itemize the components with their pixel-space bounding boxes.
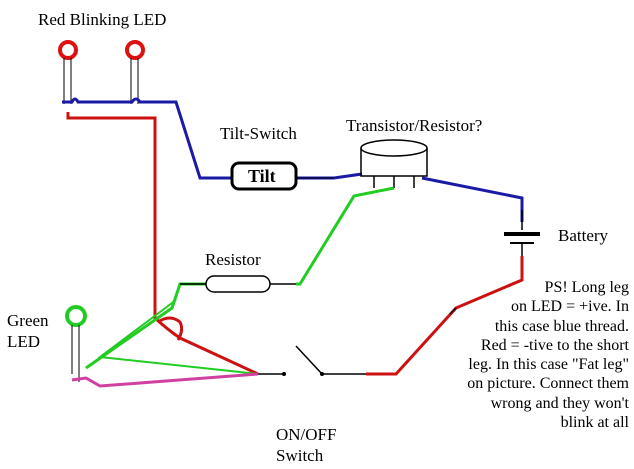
transistor-label: Transistor/Resistor? bbox=[346, 116, 483, 135]
note-text: PS! Long leg on LED = +ive. In this case… bbox=[424, 278, 629, 432]
resistor-symbol bbox=[180, 275, 296, 293]
red-led-left bbox=[58, 40, 78, 104]
note-line: wrong and they won't bbox=[490, 394, 629, 412]
resistor-label: Resistor bbox=[205, 250, 261, 269]
note-line: on LED = +ive. In bbox=[510, 298, 629, 316]
note-line: Red = -tive to the short bbox=[480, 336, 629, 354]
note-line: PS! Long leg bbox=[544, 279, 629, 296]
note-line: blink at all bbox=[560, 414, 629, 432]
battery-label: Battery bbox=[558, 226, 609, 245]
tilt-switch-label: Tilt-Switch bbox=[220, 124, 297, 143]
note-line: leg. In this case "Fat leg" bbox=[468, 356, 629, 374]
note-line: on picture. Connect them bbox=[467, 375, 629, 393]
note-line: this case blue thread. bbox=[494, 317, 629, 335]
on-off-label: ON/OFF Switch bbox=[276, 425, 337, 465]
blue-wire-leds bbox=[62, 97, 232, 180]
tilt-label: Tilt bbox=[248, 166, 276, 186]
red-led-label: Red Blinking LED bbox=[38, 10, 167, 29]
blue-wire-battery bbox=[421, 176, 524, 222]
on-off-switch bbox=[258, 345, 366, 376]
blue-wire-tilt-out bbox=[296, 172, 363, 180]
green-wire-led bbox=[85, 282, 206, 370]
green-wire-transistor bbox=[296, 186, 395, 286]
tilt-switch-body bbox=[230, 161, 298, 191]
green-led bbox=[65, 305, 87, 382]
green-led-label: Green LED bbox=[7, 311, 49, 351]
battery-symbol bbox=[504, 210, 540, 256]
red-led-right bbox=[125, 40, 145, 104]
transistor-symbol bbox=[360, 139, 428, 188]
pink-wire bbox=[71, 372, 259, 388]
red-wire-leds bbox=[66, 112, 259, 376]
